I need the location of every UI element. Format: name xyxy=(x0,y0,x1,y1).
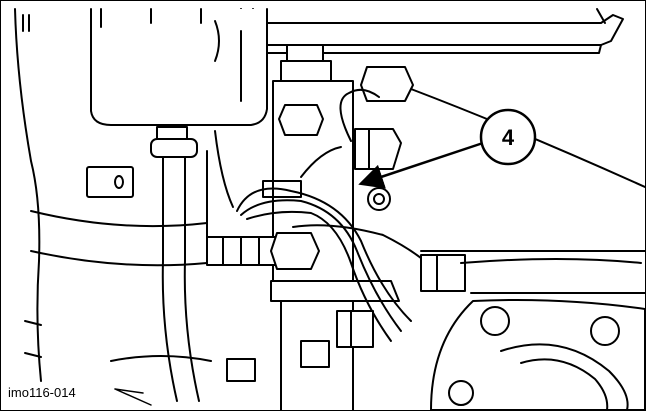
reservoir-tank xyxy=(90,8,268,140)
callout-circle xyxy=(479,108,537,166)
feed-pipe xyxy=(150,138,208,402)
figure-code: imo116-014 xyxy=(5,383,82,402)
callout-number: 4 xyxy=(502,125,515,150)
connectors xyxy=(336,128,466,348)
side-fitting xyxy=(206,232,320,270)
callout-leaders xyxy=(114,388,152,406)
engine-body xyxy=(14,8,208,382)
valve-block xyxy=(262,44,414,282)
callout-arrow xyxy=(358,141,484,189)
right-flange xyxy=(410,88,645,410)
wiring-harness xyxy=(214,88,428,342)
